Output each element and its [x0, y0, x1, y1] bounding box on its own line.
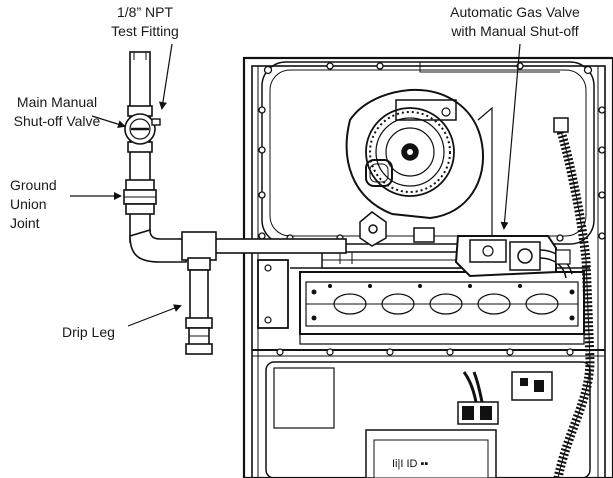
label-union-line1: Ground — [10, 177, 57, 193]
leader-manual-valve — [91, 115, 126, 129]
control-module: Ii|I ID ▪▪ — [365, 429, 497, 478]
label-drip-leg-line1: Drip Leg — [62, 324, 115, 340]
junction-box — [257, 259, 289, 329]
automatic-gas-valve — [454, 235, 573, 279]
lower-compartment — [252, 348, 605, 478]
leader-gas-valve — [500, 43, 521, 230]
label-manual-valve-line1: Main Manual — [16, 94, 98, 110]
label-test-fitting-line1: 1/8” NPT — [116, 4, 173, 20]
label-union-line3: Joint — [10, 215, 40, 231]
ground-union-joint — [123, 179, 157, 215]
flue-hose — [553, 117, 595, 478]
leader-test-fitting — [158, 43, 173, 110]
pressure-switch — [359, 106, 493, 247]
label-union: Ground Union Joint — [10, 176, 80, 233]
label-test-fitting-line2: Test Fitting — [111, 23, 179, 39]
leader-lines — [70, 43, 521, 327]
test-fitting-plug — [151, 118, 161, 126]
gas-piping — [129, 51, 347, 355]
label-manual-valve: Main Manual Shut-off Valve — [2, 93, 112, 131]
label-gas-valve: Automatic Gas Valve with Manual Shut-off — [430, 3, 600, 41]
label-manual-valve-line2: Shut-off Valve — [13, 113, 101, 129]
manifold-pipe — [321, 251, 473, 269]
label-gas-valve-line1: Automatic Gas Valve — [450, 4, 580, 20]
inducer-compartment — [261, 61, 595, 245]
wire-harness — [457, 371, 553, 425]
control-module-text: Ii|I ID ▪▪ — [392, 458, 428, 470]
panel-screws — [258, 62, 606, 242]
manual-shutoff-valve — [124, 105, 156, 153]
label-union-line2: Union — [10, 196, 47, 212]
label-test-fitting: 1/8” NPT Test Fitting — [103, 3, 187, 41]
burner-assembly — [290, 267, 590, 345]
inducer-blower — [345, 88, 484, 220]
label-gas-valve-line2: with Manual Shut-off — [451, 23, 579, 39]
label-drip-leg: Drip Leg — [62, 323, 132, 342]
leader-drip-leg — [127, 304, 182, 327]
